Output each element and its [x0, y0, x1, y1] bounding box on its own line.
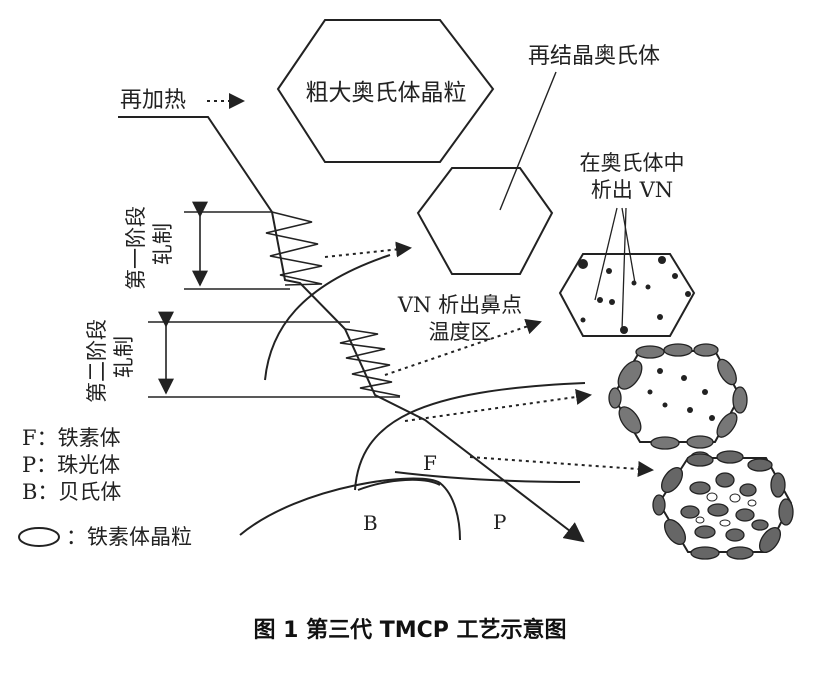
- stage2-rolling-zigzag: [339, 328, 401, 397]
- vn-precipitate-dots: [578, 256, 691, 334]
- stage1-label-line2: 轧制: [151, 223, 175, 265]
- vn-austenite-label-line2: 析出 VN: [591, 178, 673, 202]
- vn-nose-label-line2: 温度区: [429, 320, 492, 344]
- legend-grain: ：铁素体晶粒: [66, 525, 192, 549]
- vn-austenite-label-line1: 在奥氏体中: [580, 151, 685, 175]
- stage2-label-line1: 第二阶段: [85, 319, 109, 403]
- vn-pointer-1: [594, 207, 618, 301]
- bainite-ferrite-boundary: [357, 478, 441, 491]
- stage1-rolling-zigzag: [265, 211, 323, 286]
- boundary-ferrite-grains: [608, 343, 748, 463]
- final-structure-arrow: [469, 456, 654, 477]
- ferrite-nucleation-arrow: [404, 389, 592, 422]
- legend-ferrite: F：铁素体: [22, 426, 121, 450]
- reheat-label: 再加热: [120, 88, 186, 113]
- vn-pointer-3: [621, 207, 627, 331]
- legend-grain-icon: [18, 527, 60, 547]
- vn-precipitate-hexagon: [558, 253, 696, 337]
- recrystallized-hexagon: [416, 167, 554, 275]
- recryst-pointer: [499, 71, 557, 211]
- stage2-label-line2: 轧制: [112, 336, 136, 378]
- stage1-to-recryst-arrow: [324, 241, 412, 258]
- coarse-grain-label: 粗大奥氏体晶粒: [306, 80, 467, 106]
- figure-caption: 图 1 第三代 TMCP 工艺示意图: [253, 617, 566, 643]
- fine-ferrite-grains: [652, 450, 794, 560]
- legend-pearlite: P：珠光体: [22, 453, 120, 477]
- recrystallized-label: 再结晶奥氏体: [528, 44, 660, 69]
- vn-nose-curve: [264, 254, 391, 381]
- coarse-grain-hexagon: [276, 19, 495, 163]
- legend-bainite: B：贝氏体: [22, 480, 121, 504]
- region-p-label: P: [493, 510, 506, 534]
- boundary-hex-dots: [647, 368, 715, 421]
- region-f-label: F: [423, 451, 437, 475]
- fine-grain-highlights: [695, 492, 757, 527]
- stage1-label-line1: 第一阶段: [124, 206, 148, 290]
- pearlite-curve: [394, 471, 581, 483]
- lower-transformation-curve: [239, 477, 461, 541]
- region-b-label: B: [363, 511, 378, 535]
- vn-nose-label-line1: VN 析出鼻点: [397, 293, 522, 317]
- process-path-line: [118, 116, 585, 543]
- ferrite-start-curve: [354, 382, 586, 491]
- vn-pointer-2: [621, 207, 636, 284]
